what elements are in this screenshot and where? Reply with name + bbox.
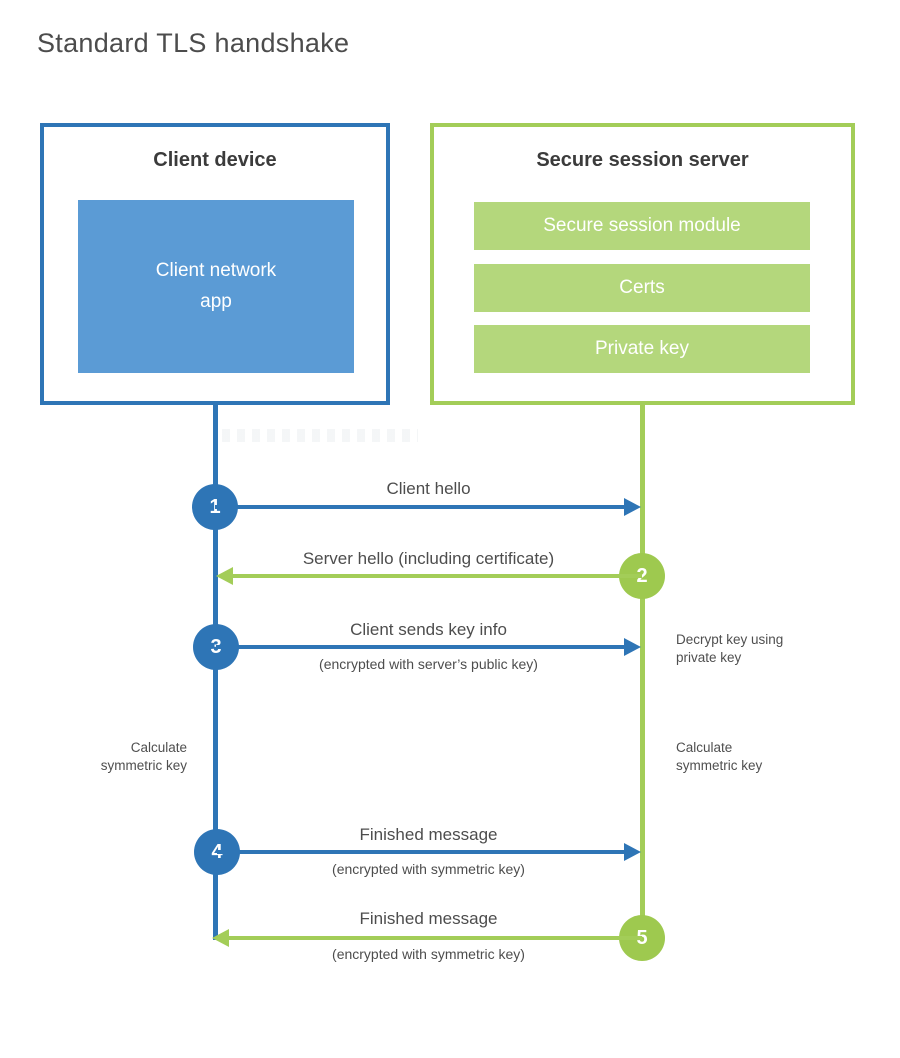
step-1-label: Client hello — [386, 479, 471, 498]
page-title: Standard TLS handshake — [37, 28, 350, 58]
step-5-arrow-line — [228, 936, 642, 940]
step-4-arrow-line — [217, 850, 625, 854]
step-4-arrowhead-right-icon — [624, 843, 641, 861]
faint-dash-artifact — [222, 429, 418, 442]
step-2-arrow-line — [232, 574, 642, 578]
note-decrypt-key: Decrypt key using private key — [676, 632, 784, 665]
step-3-arrow-line — [216, 645, 625, 649]
step-5-arrowhead-left-icon — [212, 929, 229, 947]
step-1-arrow-line — [215, 505, 625, 509]
server-lifeline — [640, 403, 645, 938]
step-1-arrowhead-right-icon — [624, 498, 641, 516]
note-calculate-symmetric-key-server: Calculate symmetric key — [676, 740, 763, 773]
server-module-certs: Certs — [474, 264, 810, 312]
server-module-private-key: Private key — [474, 325, 810, 373]
step-2-label: Server hello (including certificate) — [302, 549, 555, 568]
client-network-app-block: Client network app — [78, 200, 354, 373]
step-3-arrowhead-right-icon — [624, 638, 641, 656]
server-module-secure-session: Secure session module — [474, 202, 810, 250]
client-device-title: Client device — [153, 149, 277, 171]
step-5-sublabel: (encrypted with symmetric key) — [332, 946, 525, 962]
step-4-label: Finished message — [359, 825, 498, 844]
note-calculate-symmetric-key-client: Calculate symmetric key — [100, 740, 187, 773]
secure-session-server-title: Secure session server — [536, 149, 749, 171]
step-2-arrowhead-left-icon — [216, 567, 233, 585]
step-3-label: Client sends key info — [350, 620, 507, 639]
step-4-sublabel: (encrypted with symmetric key) — [332, 861, 525, 877]
client-lifeline — [213, 403, 218, 940]
step-5-label: Finished message — [359, 909, 498, 928]
step-3-sublabel: (encrypted with server’s public key) — [319, 656, 538, 672]
